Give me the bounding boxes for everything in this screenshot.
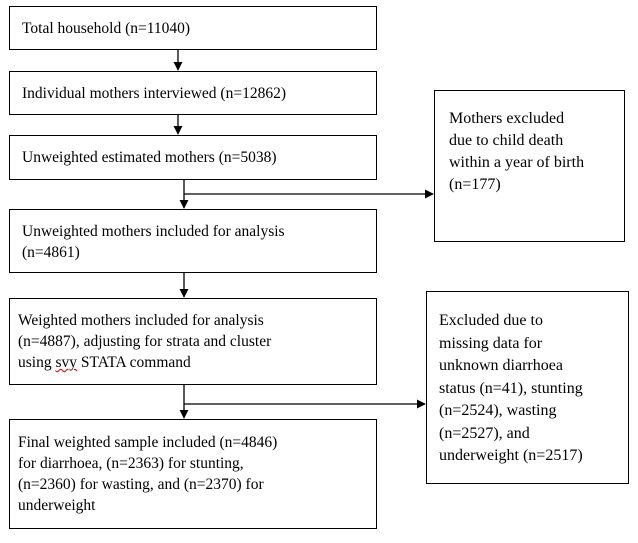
box-text-line: underweight (n=2517) [439, 447, 583, 464]
box-text-line: missing data for [439, 334, 543, 352]
box-final-sample: Final weighted sample included (n=4846) … [9, 419, 377, 529]
box-text-line: status (n=41), stunting [439, 379, 583, 397]
box-text-line: due to child death [449, 132, 564, 149]
box-text-line: (n=2360) for wasting, and (n=2370) for [18, 476, 264, 493]
box-text-line: (n=4861) [22, 244, 80, 261]
box-text-fragment: STATA command [77, 354, 191, 371]
box-mothers-interviewed: Individual mothers interviewed (n=12862) [9, 71, 377, 115]
box-unweighted-estimated: Unweighted estimated mothers (n=5038) [9, 135, 377, 180]
box-text-line-composite: using svy STATA command [18, 352, 376, 373]
box-text-line: (n=4887), adjusting for strata and clust… [18, 333, 272, 350]
box-text-line: (n=177) [449, 176, 501, 193]
box-text-line: Unweighted mothers included for analysis [22, 223, 285, 240]
box-text-line: (n=2524), wasting [439, 402, 557, 419]
box-text-fragment: using [18, 354, 56, 371]
box-weighted-included: Weighted mothers included for analysis (… [9, 298, 377, 385]
box-text-line: Excluded due to [439, 312, 543, 329]
box-text-line: Final weighted sample included (n=4846) [18, 434, 278, 451]
box-text-line: Individual mothers interviewed (n=12862) [22, 85, 286, 102]
box-text-line: Total household (n=11040) [22, 20, 191, 37]
svy-keyword: svy [55, 354, 78, 371]
box-text-line: Unweighted estimated mothers (n=5038) [22, 149, 277, 166]
box-excluded-missing-data: Excluded due to missing data for unknown… [426, 291, 629, 484]
box-excluded-child-death: Mothers excluded due to child death with… [434, 90, 625, 242]
box-text-line: Weighted mothers included for analysis [18, 312, 264, 329]
box-text-line: (n=2527), and [439, 424, 530, 442]
box-text-line: Mothers excluded [449, 110, 565, 127]
box-total-household: Total household (n=11040) [9, 6, 377, 50]
box-text-line: within a year of birth [449, 154, 585, 171]
box-text-line: for diarrhoea, (n=2363) for stunting, [18, 455, 244, 472]
box-text-line: unknown diarrhoea [439, 357, 563, 374]
box-text-line: underweight [18, 497, 96, 514]
box-unweighted-included: Unweighted mothers included for analysis… [9, 209, 377, 273]
